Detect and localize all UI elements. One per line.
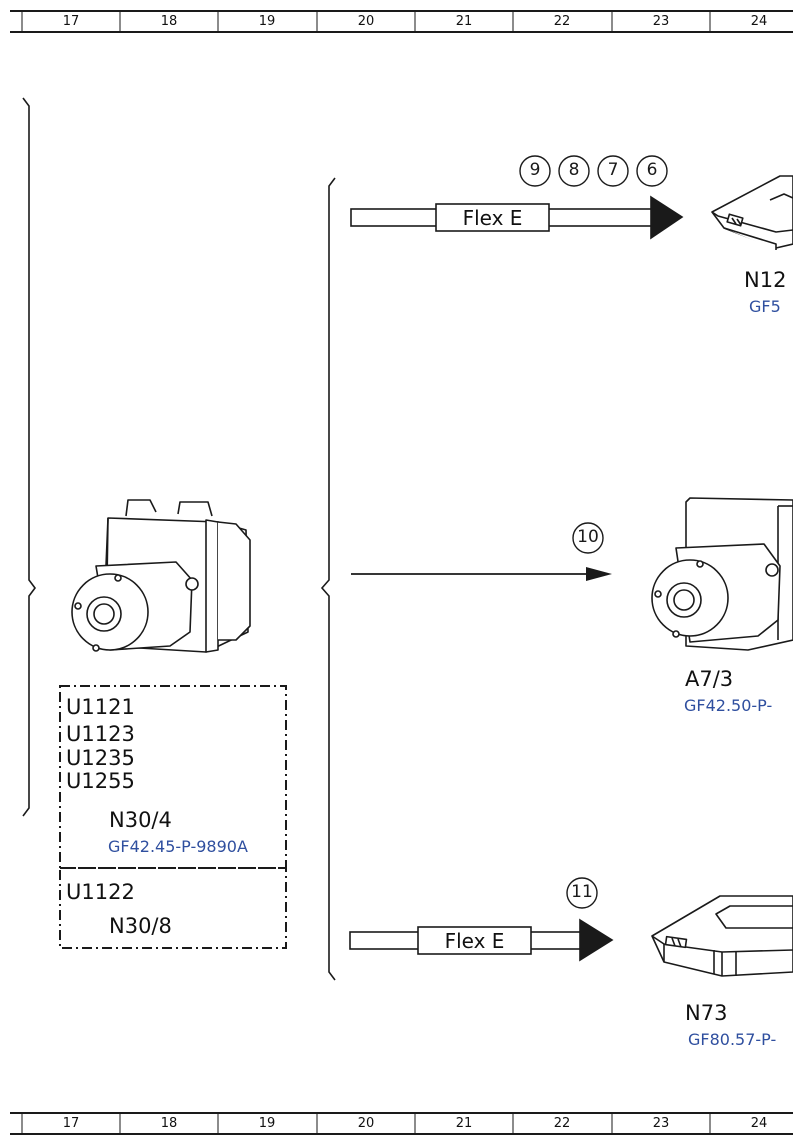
bottom-col-23: 23 xyxy=(652,1116,670,1131)
bottom-col-18: 18 xyxy=(160,1116,178,1131)
marker-6: 6 xyxy=(646,160,658,180)
component-n73: N73 xyxy=(685,1001,728,1025)
bottom-col-20: 20 xyxy=(357,1116,375,1131)
component-a7-3: A7/3 xyxy=(685,667,734,691)
n73-unit-drawing xyxy=(651,895,793,977)
fault-code-u1255: U1255 xyxy=(66,769,135,793)
marker-7: 7 xyxy=(607,160,619,180)
bottom-col-21: 21 xyxy=(455,1116,473,1131)
doc-link-a7-3[interactable]: GF42.50-P- xyxy=(684,696,773,715)
abs-module-drawing xyxy=(71,499,251,653)
top-col-23: 23 xyxy=(652,14,670,29)
component-n12: N12 xyxy=(744,268,787,292)
bottom-col-22: 22 xyxy=(553,1116,571,1131)
top-col-20: 20 xyxy=(357,14,375,29)
fault-code-u1122: U1122 xyxy=(66,880,135,904)
bottom-ruler xyxy=(10,1112,793,1135)
n12-unit-drawing xyxy=(711,175,793,250)
bottom-col-19: 19 xyxy=(258,1116,276,1131)
fault-code-u1121: U1121 xyxy=(66,695,135,719)
targets-brace xyxy=(320,177,336,981)
top-col-24: 24 xyxy=(750,14,768,29)
doc-link-n73[interactable]: GF80.57-P- xyxy=(688,1030,777,1049)
marker-10: 10 xyxy=(577,527,599,547)
top-ruler xyxy=(10,10,793,33)
bottom-col-17: 17 xyxy=(62,1116,80,1131)
top-col-22: 22 xyxy=(553,14,571,29)
flex-e-box-bottom xyxy=(417,926,532,955)
top-col-21: 21 xyxy=(455,14,473,29)
flex-e-label-top: Flex E xyxy=(462,206,523,230)
marker-11 xyxy=(566,877,598,909)
connection-flex-e-top xyxy=(350,195,684,240)
bottom-col-24: 24 xyxy=(750,1116,768,1131)
a7-3-unit-drawing xyxy=(651,497,793,651)
connection-line-middle xyxy=(351,522,612,581)
marker-11-label: 11 xyxy=(571,882,593,902)
marker-9: 9 xyxy=(529,160,541,180)
flex-e-box-top xyxy=(435,203,550,232)
top-col-18: 18 xyxy=(160,14,178,29)
dashdot-boxes xyxy=(59,685,287,949)
connection-flex-e-bottom xyxy=(349,918,614,962)
marker-8: 8 xyxy=(568,160,580,180)
left-brace xyxy=(22,97,36,817)
flex-e-label-bottom: Flex E xyxy=(444,929,505,953)
top-col-19: 19 xyxy=(258,14,276,29)
fault-code-u1123: U1123 xyxy=(66,722,135,746)
component-n30-4: N30/4 xyxy=(109,808,172,832)
doc-link-n12[interactable]: GF5 xyxy=(749,297,781,316)
doc-link-n30-4[interactable]: GF42.45-P-9890A xyxy=(108,837,248,856)
box-n30-8 xyxy=(59,867,287,949)
top-col-17: 17 xyxy=(62,14,80,29)
box-n30-4 xyxy=(59,685,287,869)
fault-code-u1235: U1235 xyxy=(66,746,135,770)
component-n30-8: N30/8 xyxy=(109,914,172,938)
markers-top xyxy=(519,155,668,187)
